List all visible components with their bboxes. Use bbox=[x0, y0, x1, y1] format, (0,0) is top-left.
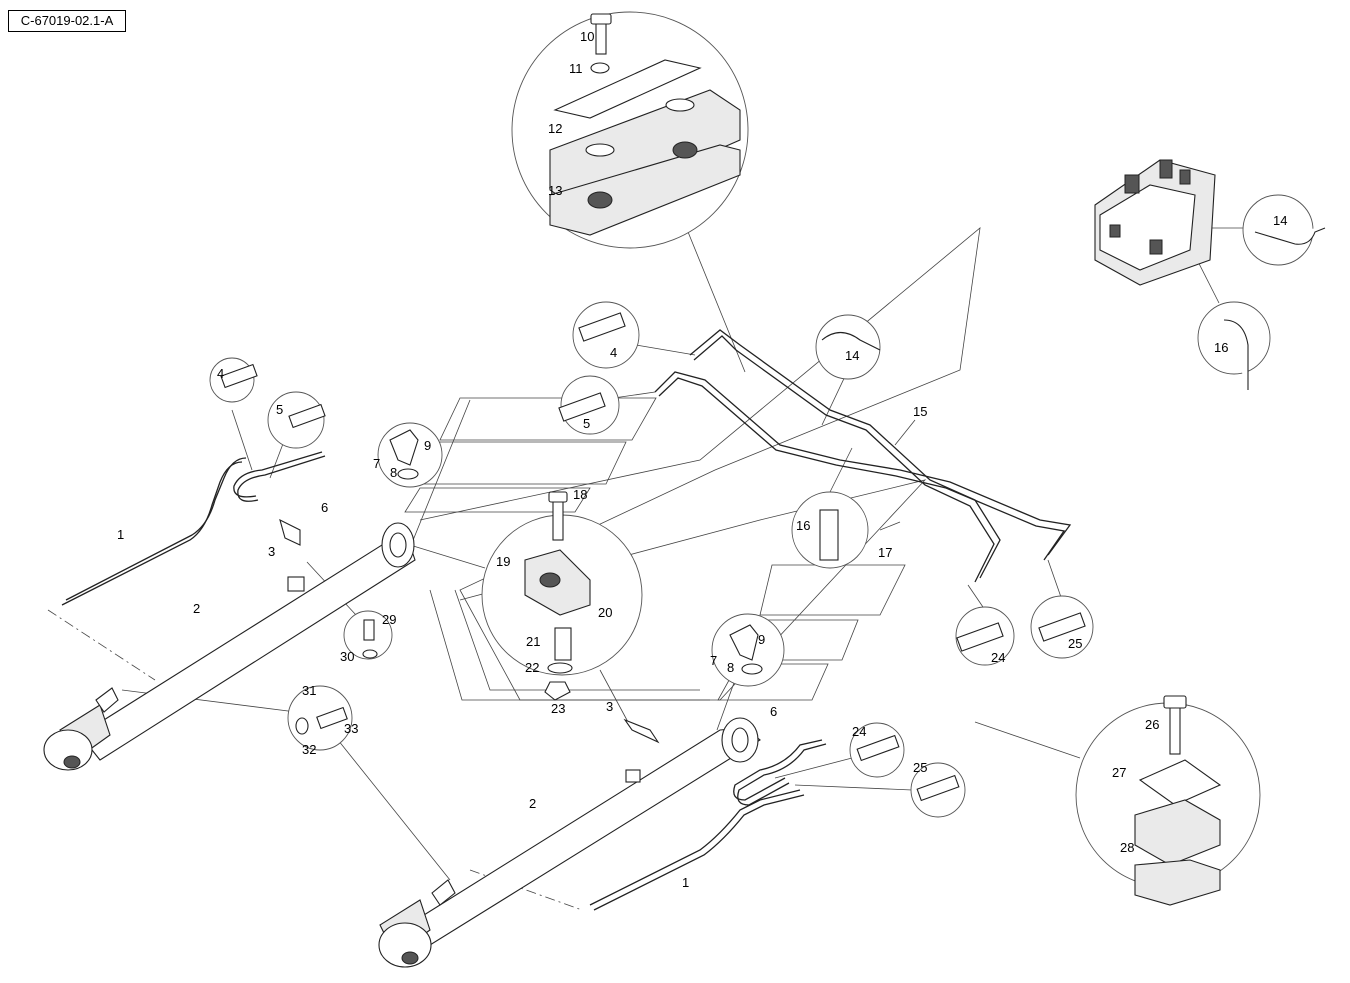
callout-19: 19 bbox=[496, 554, 510, 569]
callout-27: 27 bbox=[1112, 765, 1126, 780]
callout-labels: 10 11 12 13 14 16 4 14 5 15 4 5 9 7 8 6 … bbox=[117, 29, 1287, 890]
callout-22: 22 bbox=[525, 660, 539, 675]
callout-5-mid: 5 bbox=[583, 416, 590, 431]
callout-9-right: 9 bbox=[758, 632, 765, 647]
callout-2-right: 2 bbox=[529, 796, 536, 811]
callout-29: 29 bbox=[382, 612, 396, 627]
callout-13: 13 bbox=[548, 183, 562, 198]
callout-31: 31 bbox=[302, 683, 316, 698]
hydraulic-pipes bbox=[61, 329, 1072, 911]
callout-7-left: 7 bbox=[373, 456, 380, 471]
callout-4-left: 4 bbox=[217, 366, 224, 381]
callout-24-lower: 24 bbox=[852, 724, 866, 739]
callout-23: 23 bbox=[551, 701, 565, 716]
callout-16-mid: 16 bbox=[796, 518, 810, 533]
leader-lines bbox=[47, 226, 1245, 911]
callout-12: 12 bbox=[548, 121, 562, 136]
callout-9-left: 9 bbox=[424, 438, 431, 453]
callout-3-right: 3 bbox=[606, 699, 613, 714]
clamp-half-13a bbox=[549, 89, 741, 211]
callout-8-left: 8 bbox=[390, 465, 397, 480]
callout-11: 11 bbox=[569, 61, 583, 76]
callout-6-right: 6 bbox=[770, 704, 777, 719]
callout-20: 20 bbox=[598, 605, 612, 620]
callout-17: 17 bbox=[878, 545, 892, 560]
fitting-14-mid bbox=[821, 331, 881, 351]
mount-detail-circle bbox=[481, 491, 643, 701]
callout-21: 21 bbox=[526, 634, 540, 649]
callout-6-left: 6 bbox=[321, 500, 328, 515]
callout-33: 33 bbox=[344, 721, 358, 736]
callout-32: 32 bbox=[302, 742, 316, 757]
callout-7-right: 7 bbox=[710, 653, 717, 668]
callout-18: 18 bbox=[573, 487, 587, 502]
clamp-detail-circle bbox=[511, 11, 749, 249]
callout-25-lower: 25 bbox=[913, 760, 927, 775]
fitting-14-top bbox=[1254, 227, 1326, 245]
callout-14-valve: 14 bbox=[1273, 213, 1287, 228]
callout-1-left: 1 bbox=[117, 527, 124, 542]
clamp-detail-circle-lower bbox=[1075, 695, 1261, 906]
callout-25-right: 25 bbox=[1068, 636, 1082, 651]
clamp-plate-12 bbox=[553, 59, 702, 119]
callout-8-right: 8 bbox=[727, 660, 734, 675]
callout-10: 10 bbox=[580, 29, 594, 44]
brackets bbox=[279, 518, 660, 783]
hydraulic-cylinder-lower bbox=[378, 717, 761, 968]
hydraulic-cylinder-upper bbox=[43, 522, 416, 771]
fitting-circles bbox=[209, 301, 1094, 818]
washer-11 bbox=[590, 62, 610, 74]
callout-3-left: 3 bbox=[268, 544, 275, 559]
callout-1-right: 1 bbox=[682, 875, 689, 890]
callout-16-valve: 16 bbox=[1214, 340, 1228, 355]
callout-24-right: 24 bbox=[991, 650, 1005, 665]
clamp-half-13b bbox=[549, 144, 741, 236]
drawing-reference-label: C-67019-02.1-A bbox=[8, 10, 126, 32]
callout-2-left: 2 bbox=[193, 601, 200, 616]
callout-4-mid: 4 bbox=[610, 345, 617, 360]
callout-30: 30 bbox=[340, 649, 354, 664]
callout-14-mid: 14 bbox=[845, 348, 859, 363]
callout-28: 28 bbox=[1120, 840, 1134, 855]
fitting-16-right bbox=[1223, 319, 1249, 390]
callout-26: 26 bbox=[1145, 717, 1159, 732]
control-valve bbox=[1094, 159, 1326, 390]
callout-15: 15 bbox=[913, 404, 927, 419]
fitting-16-mid bbox=[819, 509, 839, 561]
callout-5-left: 5 bbox=[276, 402, 283, 417]
